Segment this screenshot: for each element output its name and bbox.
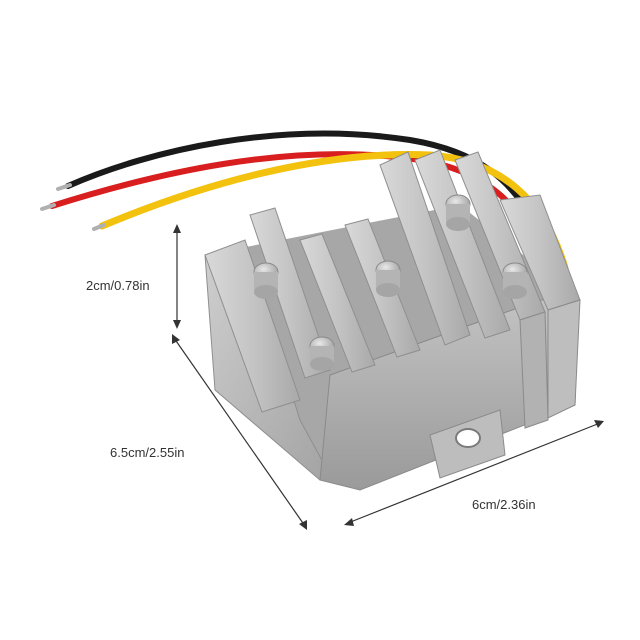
- bolt: [446, 217, 470, 231]
- heatsink-fin: [204, 239, 301, 413]
- housing-bolts: [253, 194, 528, 371]
- heatsink-fin: [379, 151, 471, 346]
- depth-dimension-line: [173, 337, 306, 527]
- right-fin-face: [547, 299, 581, 419]
- heatsink-fin: [414, 149, 511, 339]
- right-fin-face: [519, 311, 549, 429]
- bolt: [503, 285, 527, 299]
- arrowhead: [594, 420, 604, 428]
- width-dimension-label: 6cm/2.36in: [472, 497, 536, 512]
- red-wire-tip: [40, 203, 56, 211]
- arrowhead: [173, 224, 181, 233]
- black-wire-tip: [56, 183, 72, 191]
- arrowhead: [172, 334, 180, 344]
- arrowhead: [299, 520, 307, 530]
- heatsink-fin: [249, 207, 331, 379]
- bolt: [254, 285, 278, 299]
- mounting-hole: [455, 428, 481, 448]
- arrowhead: [173, 320, 181, 329]
- converter-housing: [204, 149, 581, 491]
- depth-dimension-label: 6.5cm/2.55in: [110, 445, 185, 460]
- bolt: [376, 283, 400, 297]
- bolt: [310, 357, 334, 371]
- height-dimension-label: 2cm/0.78in: [86, 278, 150, 293]
- dimension-markers: [172, 224, 604, 530]
- width-dimension-line: [347, 422, 601, 524]
- heatsink-fin: [299, 233, 376, 373]
- yellow-wire-tip: [92, 223, 106, 231]
- arrowhead: [344, 518, 354, 526]
- black-wire: [65, 130, 548, 253]
